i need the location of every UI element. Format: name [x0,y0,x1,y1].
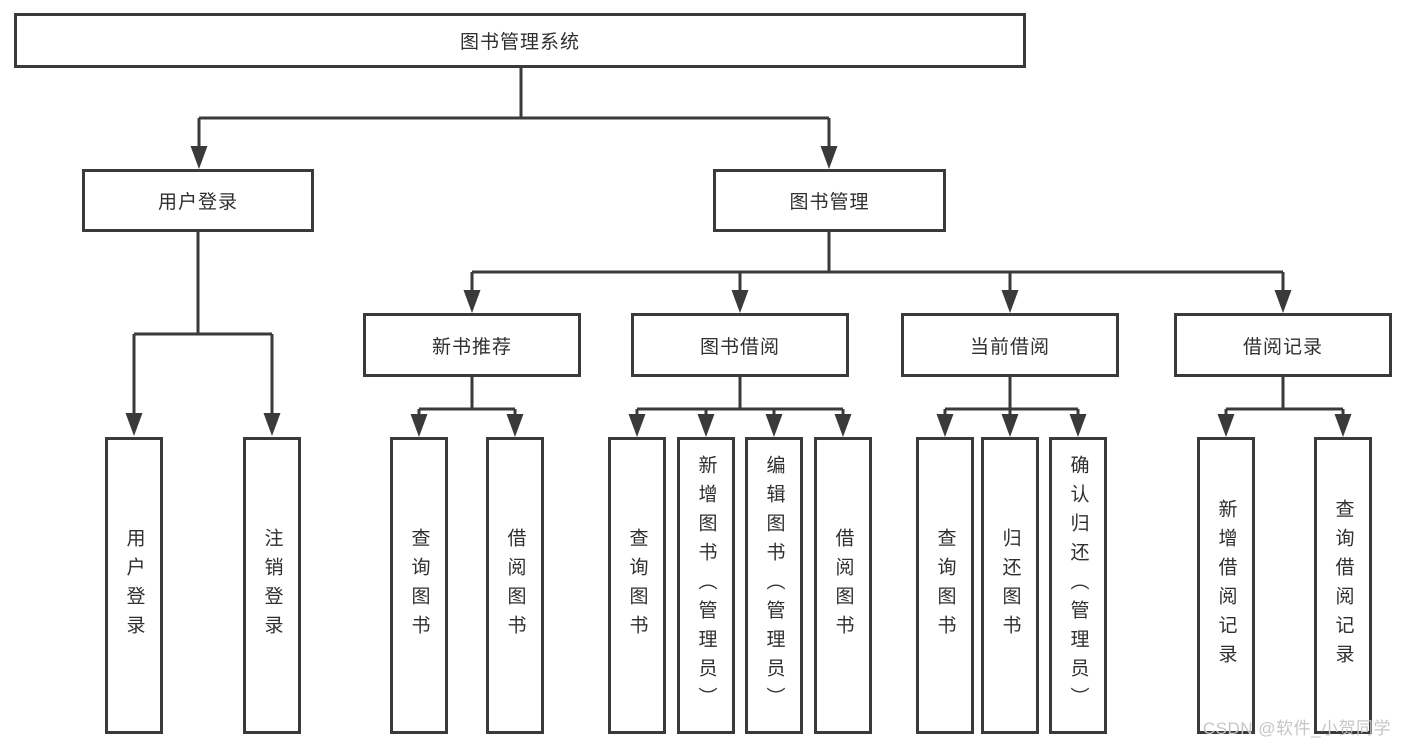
node-system-root: 图书管理系统 [14,13,1026,68]
leaf-query-books-recommend: 查询图书 [390,437,448,734]
node-book-management: 图书管理 [713,169,946,232]
leaf-query-books-current: 查询图书 [916,437,974,734]
leaf-logout: 注销登录 [243,437,301,734]
leaf-confirm-return-admin: 确认归还（管理员） [1049,437,1107,734]
leaf-borrow-books-recommend: 借阅图书 [486,437,544,734]
node-current-borrow: 当前借阅 [901,313,1119,377]
leaf-return-book: 归还图书 [981,437,1039,734]
csdn-watermark: CSDN @软件_小贺同学 [1202,719,1391,738]
node-user-login: 用户登录 [82,169,314,232]
leaf-query-borrow-record: 查询借阅记录 [1314,437,1372,734]
connector-paths [132,68,1345,415]
leaf-user-login: 用户登录 [105,437,163,734]
leaf-query-books-borrow: 查询图书 [608,437,666,734]
leaf-borrow-books: 借阅图书 [814,437,872,734]
node-new-book-recommend: 新书推荐 [363,313,581,377]
leaf-edit-book-admin: 编辑图书（管理员） [745,437,803,734]
node-borrow-records: 借阅记录 [1174,313,1392,377]
leaf-add-borrow-record: 新增借阅记录 [1197,437,1255,734]
node-book-borrow: 图书借阅 [631,313,849,377]
leaf-add-book-admin: 新增图书（管理员） [677,437,735,734]
arrowheads [125,146,1352,437]
